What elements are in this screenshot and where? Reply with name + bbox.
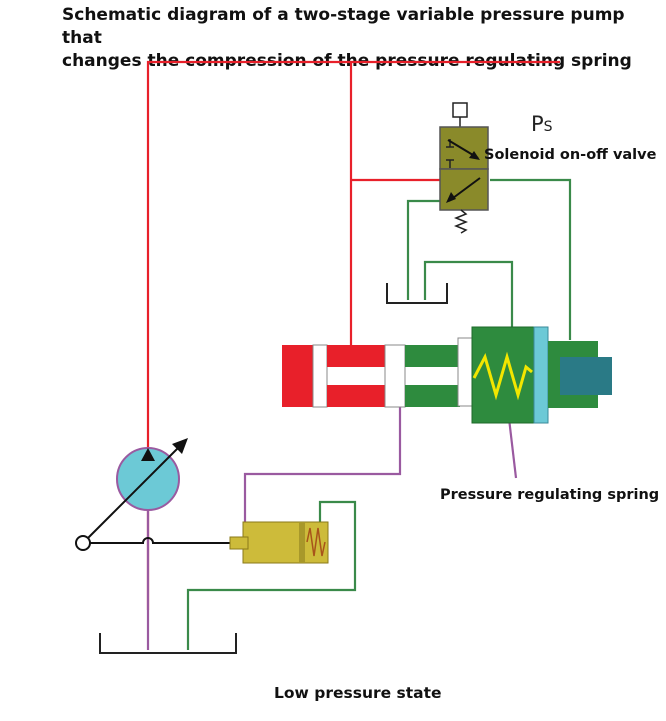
- regulator-piston-assembly: [282, 326, 612, 424]
- control-actuator: [229, 521, 329, 564]
- pump-variable-arrow: [87, 443, 183, 539]
- lower-tank: [99, 633, 237, 654]
- variable-pump: [75, 438, 230, 551]
- regulating-spring: [472, 351, 533, 401]
- valve-arrowhead-lower: [446, 192, 456, 203]
- piston-end-cap: [560, 357, 612, 395]
- solenoid-valve: [439, 102, 489, 234]
- valve-body-upper: [439, 126, 489, 170]
- piston-land-2: [384, 344, 406, 408]
- pump-variable-arrowhead: [172, 438, 188, 454]
- pressure-lines: [146, 60, 560, 610]
- return-lines: [186, 178, 572, 650]
- piston-green-rod-top: [405, 345, 460, 367]
- piston-red-section: [282, 345, 317, 407]
- upper-tank: [386, 283, 448, 304]
- tank-to-spring-chamber-line: [423, 260, 514, 333]
- regulating-spring-label: Pressure regulating spring: [440, 487, 660, 503]
- ps-label-sub: S: [543, 119, 553, 135]
- piston-land-3: [457, 337, 473, 407]
- title-line-1: Schematic diagram of a two-stage variabl…: [62, 5, 625, 48]
- control-lines: [146, 406, 518, 650]
- linkage-pivot: [75, 535, 91, 551]
- piston-land-1: [312, 344, 328, 408]
- actuator-spring: [306, 527, 326, 557]
- piston-red-rod-bottom: [327, 385, 385, 407]
- pump-direction-triangle: [141, 448, 155, 461]
- piston-red-rod-top: [327, 345, 385, 367]
- linkage-rod: [90, 537, 230, 544]
- piston-to-actuator-control-line: [243, 406, 402, 525]
- valve-arrowhead-upper: [469, 151, 480, 160]
- piston-end-plug: [533, 326, 549, 424]
- state-caption: Low pressure state: [274, 684, 442, 702]
- solenoid-coil: [452, 102, 468, 118]
- valve-return-spring: [453, 209, 469, 234]
- valve-body-lower: [439, 168, 489, 211]
- actuator-piston: [299, 522, 305, 563]
- ps-label-main: P: [531, 112, 544, 136]
- actuator-cylinder: [242, 521, 329, 564]
- actuator-drain-line: [186, 500, 357, 650]
- pressure-main-line: [146, 60, 560, 610]
- solenoid-valve-label: Solenoid on-off valve: [484, 147, 657, 163]
- valve-block-symbol: [446, 139, 454, 168]
- valve-to-tank-line: [406, 199, 442, 300]
- actuator-rod-end: [229, 536, 249, 550]
- piston-green-rod-bottom: [405, 385, 460, 407]
- ps-label: PS: [531, 112, 553, 136]
- valve-to-end-cap-line: [490, 178, 572, 340]
